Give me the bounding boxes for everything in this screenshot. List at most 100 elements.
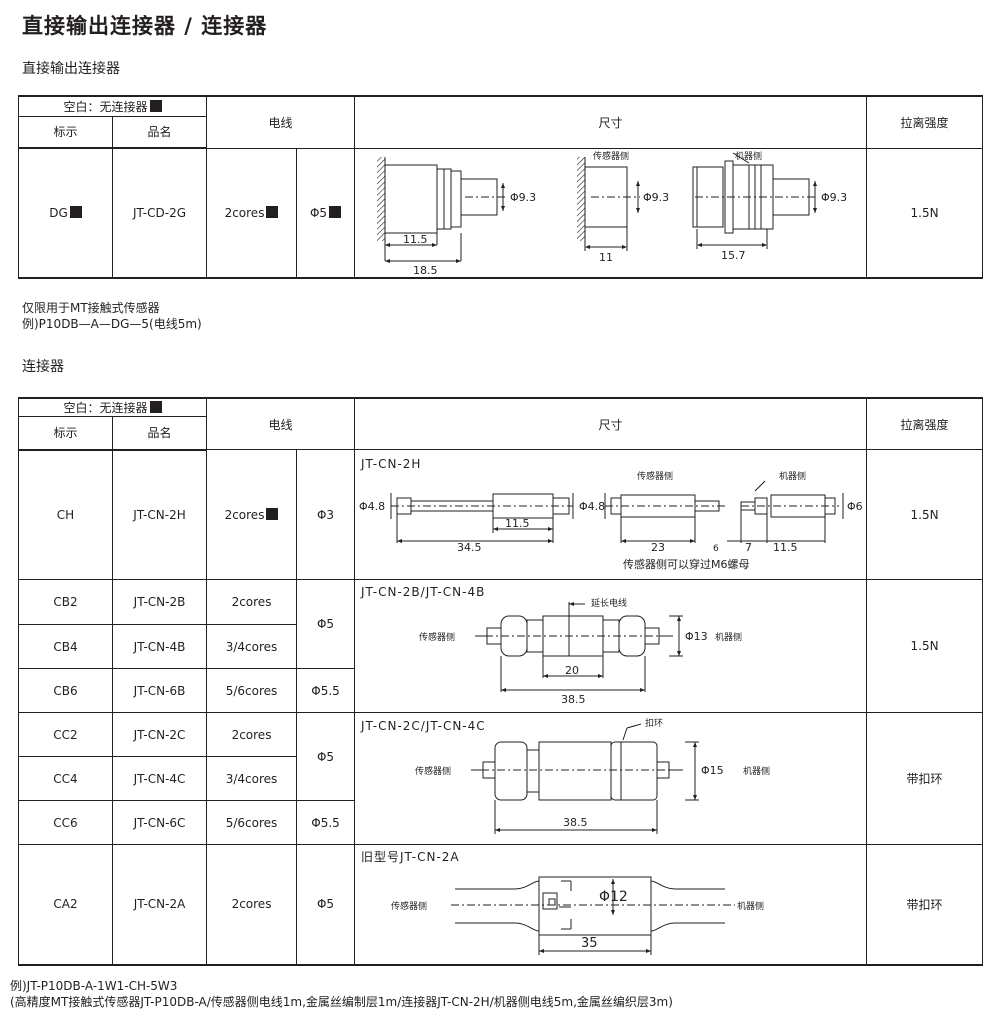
strength-cell: 1.5N <box>866 449 984 580</box>
blank-note: 空白：无连接器 <box>63 401 148 415</box>
direct-connector-table: 空白：无连接器 电线 尺寸 拉离强度 标示 品名 DG JT-CD-2G 2co… <box>17 95 984 279</box>
direct-note-line: 仅限用于MT接触式传感器 <box>22 301 160 315</box>
blank-note: 空白：无连接器 <box>63 99 148 114</box>
diameter-cell: Φ5 <box>296 712 356 801</box>
cc-dimension-drawing-cell: JT-CN-2C/JT-CN-4C 扣环 传感器侧 机器侧 <box>354 712 868 845</box>
cb-dimension-drawing: JT-CN-2B/JT-CN-4B 延长电线 传感器侧 机器侧 <box>360 585 742 706</box>
section-title-connector: 连接器 <box>22 359 64 375</box>
cb-sensor-side-label: 传感器侧 <box>419 631 455 643</box>
table-row: CC2 JT-CN-2C 2cores Φ5 JT-CN-2C/JT-CN-4C… <box>18 712 984 845</box>
ca-dimension-drawing: 旧型号JT-CN-2A 传感器侧 机器侧 <box>361 850 764 956</box>
strength-cell: 1.5N <box>866 579 984 713</box>
diameter-value: Φ5 <box>309 205 328 220</box>
d2-diameter-label: Φ9.3 <box>643 191 669 204</box>
pull-strength-header: 拉离强度 <box>866 397 984 450</box>
cores-cell: 3/4cores <box>206 624 298 669</box>
cc-diameter-label: Φ15 <box>701 764 724 777</box>
ch-length-c-label: 23 <box>651 541 665 554</box>
ca-diameter-label: Φ12 <box>599 889 628 905</box>
ca-dimension-drawing-cell: 旧型号JT-CN-2A 传感器侧 机器侧 <box>354 844 868 966</box>
placeholder-square-icon <box>149 99 162 112</box>
strength-cell: 带扣环 <box>866 844 984 966</box>
d2-length-label: 11 <box>599 251 613 264</box>
table-row: CC4 JT-CN-4C 3/4cores <box>18 756 983 801</box>
cb-diameter-label: Φ13 <box>685 630 708 643</box>
cb-machine-side-label: 机器侧 <box>715 631 742 643</box>
ch-sensor-side-label: 传感器侧 <box>637 470 673 482</box>
d2-sensor-side-label: 传感器侧 <box>593 150 629 162</box>
ch-length-e-label: 7 <box>745 541 752 554</box>
direct-notes: 仅限用于MT接触式传感器 例)P10DB—A—DG—5(电线5m) <box>22 300 202 332</box>
cores-cell: 2cores <box>206 712 298 757</box>
model-cell: JT-CN-2C <box>111 712 208 757</box>
ch-dimension-drawing-cell: JT-CN-2H 传感器侧 机器侧 <box>354 449 868 580</box>
placeholder-square-icon <box>329 205 342 218</box>
placeholder-square-icon <box>266 205 279 218</box>
d3-machine-side-label: 机器侧 <box>735 150 762 162</box>
connector-table: 空白：无连接器 电线 尺寸 拉离强度 标示 品名 CH JT-CN-2H 2co… <box>17 397 984 966</box>
cc-drawing-title: JT-CN-2C/JT-CN-4C <box>360 719 486 733</box>
cores-cell: 5/6cores <box>206 800 298 845</box>
table-row: CC6 JT-CN-6C 5/6cores Φ5.5 <box>18 800 983 845</box>
code-header: 标示 <box>18 416 113 451</box>
ch-machine-side-label: 机器侧 <box>779 470 806 482</box>
code-cell: CB4 <box>18 624 113 669</box>
d1-diameter-label: Φ9.3 <box>510 191 536 204</box>
table-row: CH JT-CN-2H 2cores Φ3 JT-CN-2H 传感器侧 机器侧 <box>18 449 984 580</box>
model-header: 品名 <box>111 115 208 149</box>
page-title: 直接输出连接器 / 连接器 <box>22 14 268 38</box>
cb-dimension-drawing-cell: JT-CN-2B/JT-CN-4B 延长电线 传感器侧 机器侧 <box>354 579 868 713</box>
cores-cell: 5/6cores <box>206 668 298 713</box>
ca-machine-side-label: 机器侧 <box>737 900 764 912</box>
cb-drawing-title: JT-CN-2B/JT-CN-4B <box>360 585 485 599</box>
cc-length-label: 38.5 <box>563 816 588 829</box>
blank-note-cell: 空白：无连接器 <box>17 95 208 117</box>
model-cell: JT-CD-2G <box>111 147 208 279</box>
diameter-cell: Φ5 <box>296 579 356 669</box>
code-cell: DG <box>18 147 113 279</box>
connector-notes: 例)JT-P10DB-A-1W1-CH-5W3 (高精度MT接触式传感器JT-P… <box>10 978 995 1010</box>
code-cell: CB6 <box>18 668 113 713</box>
code-cell: CC6 <box>18 800 113 845</box>
code-cell: CA2 <box>18 844 113 966</box>
placeholder-square-icon <box>266 507 279 520</box>
code-cell: CB2 <box>18 579 113 625</box>
table-row: CA2 JT-CN-2A 2cores Φ5 旧型号JT-CN-2A 传感器侧 … <box>18 844 984 966</box>
cores-cell: 2cores <box>206 844 298 966</box>
model-cell: JT-CN-2A <box>111 844 208 966</box>
cores-value: 2cores <box>224 205 265 220</box>
strength-cell: 1.5N <box>866 147 984 279</box>
ch-length-d-label: 6 <box>713 544 719 554</box>
model-cell: JT-CN-2H <box>111 449 208 580</box>
dimension-header: 尺寸 <box>354 397 868 450</box>
cable-header: 电线 <box>206 397 356 450</box>
model-cell: JT-CN-2B <box>111 579 208 625</box>
model-cell: JT-CN-6C <box>111 800 208 845</box>
cable-header: 电线 <box>206 95 356 149</box>
connector-note-line: 例)JT-P10DB-A-1W1-CH-5W3 <box>10 979 178 993</box>
direct-dimension-drawing: Φ9.3 11.5 18.5 传感器侧 Φ9.3 11 机器侧 Φ9.3 15.… <box>377 150 847 277</box>
pull-strength-header: 拉离强度 <box>866 95 984 149</box>
table-row: CB6 JT-CN-6B 5/6cores Φ5.5 <box>18 668 983 713</box>
blank-note-cell: 空白：无连接器 <box>17 397 208 417</box>
code-cell: CC2 <box>18 712 113 757</box>
cc-sensor-side-label: 传感器侧 <box>415 765 451 777</box>
placeholder-square-icon <box>149 401 162 413</box>
model-header: 品名 <box>111 416 208 451</box>
code-value: DG <box>49 206 68 220</box>
code-cell: CH <box>18 449 113 580</box>
model-cell: JT-CN-4B <box>111 624 208 669</box>
cores-cell: 3/4cores <box>206 756 298 801</box>
ca-sensor-side-label: 传感器侧 <box>391 900 427 912</box>
cc-machine-side-label: 机器侧 <box>743 765 770 777</box>
code-header: 标示 <box>18 115 113 149</box>
cores-value: 2cores <box>224 507 265 522</box>
cb-length-a-label: 20 <box>565 664 579 677</box>
ch-drawing-title: JT-CN-2H <box>360 457 421 471</box>
d1-length-b-label: 18.5 <box>413 264 438 277</box>
ch-length-f-label: 11.5 <box>773 541 798 554</box>
ca-length-label: 35 <box>581 936 598 951</box>
ch-diameter-a-label: Φ4.8 <box>359 500 385 513</box>
cc-dimension-drawing: JT-CN-2C/JT-CN-4C 扣环 传感器侧 机器侧 <box>360 717 770 834</box>
diameter-cell: Φ5.5 <box>296 668 356 713</box>
